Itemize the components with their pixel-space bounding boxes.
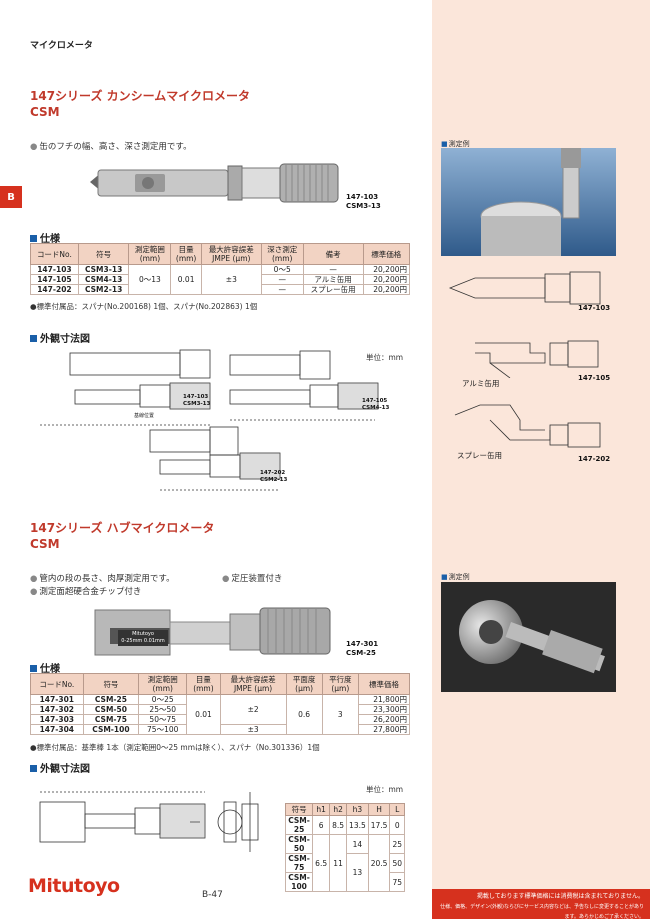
can-seam-micrometer-photo bbox=[90, 163, 339, 203]
can-measurement-photo bbox=[441, 148, 616, 256]
s2-product-label: 147-301 CSM-25 bbox=[346, 640, 379, 657]
s2-bullet-1: 管内の段の長さ、肉厚測定用です。 bbox=[30, 572, 174, 584]
th-price: 標準価格 bbox=[362, 243, 411, 265]
mitutoyo-logo: Mitutoyo bbox=[28, 875, 120, 897]
section2-title: 147シリーズ ハブマイクロメータ CSM bbox=[30, 521, 215, 551]
square-icon bbox=[30, 765, 37, 772]
example-label-1: 測定例 bbox=[441, 139, 470, 149]
table-row: 147-304 CSM-100 75〜100 ±3 27,800円 bbox=[30, 724, 411, 735]
th-grad: 目量 (mm) bbox=[170, 243, 202, 265]
s2-spec-heading: 仕様 bbox=[30, 660, 60, 675]
ref-plane-label: 基線位置 bbox=[134, 413, 155, 419]
table-row: 147-103 CSM3-13 0〜13 0.01 ±3 0〜5 — 20,20… bbox=[30, 264, 411, 295]
th-depth: 深さ測定 (mm) bbox=[260, 243, 304, 265]
s2-spec-table: コードNo. 符号 測定範囲 (mm) 目量 (mm) 最大許容誤差 JMPE … bbox=[30, 673, 411, 735]
square-icon bbox=[30, 235, 37, 242]
s1-spec-table: コードNo. 符号 測定範囲 (mm) 目量 (mm) 最大許容誤差 JMPE … bbox=[30, 243, 411, 295]
dim-label-147-103: 147-103 CSM3-13 bbox=[183, 394, 211, 407]
section1-title: 147シリーズ カンシームマイクロメータ CSM bbox=[30, 89, 251, 119]
can-seam-dimension-drawings bbox=[40, 349, 379, 491]
s2-bullet-3: 測定面超硬合金チップ付き bbox=[30, 585, 141, 597]
table-row: 147-301 CSM-25 0〜25 0.01 ±2 0.6 3 21,800… bbox=[30, 694, 411, 735]
th-symbol: 符号 bbox=[77, 243, 130, 265]
dim-label-147-202: 147-202 CSM2-13 bbox=[260, 470, 288, 483]
gear-measurement-photo bbox=[441, 582, 616, 692]
s2-dim-heading: 外観寸法図 bbox=[30, 760, 90, 775]
example-label-2: 測定例 bbox=[441, 572, 470, 582]
table-row: CSM-50 6.5 11 14 20.5 25 bbox=[284, 834, 405, 892]
page-number: B-47 bbox=[202, 890, 223, 900]
s2-note: ●標準付属品：基準棒 1本（測定範囲0〜25 mmは除く）、スパナ（No.301… bbox=[30, 743, 320, 752]
r2-caption: アルミ缶用 bbox=[462, 379, 500, 388]
s1-spec-heading: 仕様 bbox=[30, 230, 60, 245]
footer-notice: 掲載しております標準価格には消費税は含まれておりません。 仕様、価格、デザイン(… bbox=[432, 889, 650, 920]
r3-drawing bbox=[454, 404, 601, 448]
table-row: CSM-25 6 8.5 13.5 17.5 0 bbox=[284, 815, 405, 835]
r2-label: 147-105 bbox=[578, 374, 611, 382]
s2-bullet-2: 定圧装置付き bbox=[222, 572, 282, 584]
r3-caption: スプレー缶用 bbox=[457, 451, 502, 460]
th-remarks: 備考 bbox=[302, 243, 364, 265]
r1-drawing bbox=[448, 271, 601, 305]
s1-product-label: 147-103 CSM3-13 bbox=[346, 193, 381, 210]
s1-note: ●標準付属品：スパナ(No.200168) 1個、スパナ(No.202863) … bbox=[30, 302, 258, 311]
frame-brand-plate: Mitutoyo 0-25mm 0.01mm bbox=[118, 630, 168, 646]
dim-label-147-105: 147-105 CSM4-13 bbox=[362, 398, 390, 411]
th-mpe: 最大許容誤差 JMPE (μm) bbox=[200, 243, 262, 265]
section-tab[interactable]: B bbox=[0, 186, 22, 208]
table-row: CSM-100 75 bbox=[284, 872, 405, 892]
th-range: 測定範囲 (mm) bbox=[128, 243, 172, 265]
page-header: マイクロメータ bbox=[30, 41, 93, 51]
s1-unit: 単位：mm bbox=[366, 353, 404, 362]
square-icon bbox=[30, 665, 37, 672]
table-row: 147-105 CSM4-13 — アルミ缶用 20,200円 bbox=[30, 274, 411, 285]
s1-dim-heading: 外観寸法図 bbox=[30, 330, 90, 345]
r1-label: 147-103 bbox=[578, 304, 611, 312]
section1-bullet: 缶のフチの幅、高さ、深さ測定用です。 bbox=[30, 140, 191, 152]
square-icon bbox=[30, 335, 37, 342]
r2-drawing bbox=[475, 340, 599, 378]
hub-dim-table: 符号 h1 h2 h3 H L CSM-25 6 8.5 13.5 17.5 0… bbox=[284, 803, 405, 892]
th-code: コードNo. bbox=[30, 243, 79, 265]
table-row: 147-202 CSM2-13 — スプレー缶用 20,200円 bbox=[30, 284, 411, 295]
r3-label: 147-202 bbox=[578, 455, 611, 463]
s2-unit: 単位：mm bbox=[366, 785, 404, 794]
table-row: 147-302 CSM-50 25〜50 23,300円 bbox=[30, 704, 411, 715]
hub-dimension-drawing bbox=[39, 791, 259, 852]
